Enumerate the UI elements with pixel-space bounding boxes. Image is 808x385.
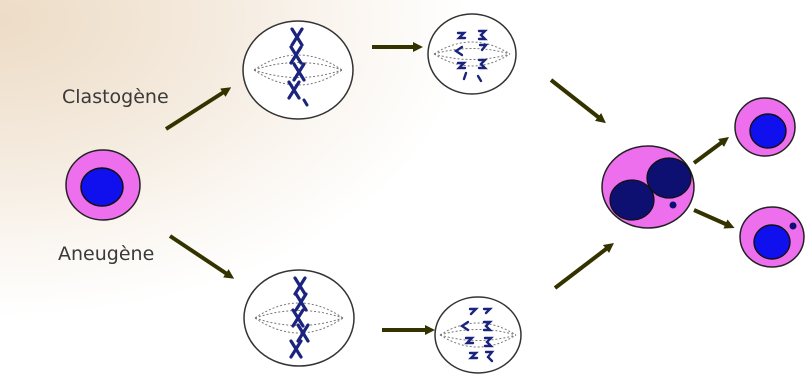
aneugen-metaphase-cell: [243, 269, 355, 367]
arrow-to-clastogen-metaphase: [164, 87, 232, 131]
clastogen-metaphase-cell: [242, 20, 354, 120]
daughter-cell-bottom: [739, 206, 805, 268]
arrow-clastogen-to-result: [549, 78, 606, 124]
clastogene-label: Clastogène: [62, 86, 169, 108]
arrow-to-daughter-bottom: [693, 208, 735, 229]
clastogen-anaphase-cell: [427, 13, 517, 95]
binucleated-micronucleus-cell: [601, 145, 695, 229]
arrow-to-aneugen-metaphase: [168, 234, 235, 279]
daughter-cell-top: [734, 97, 796, 157]
arrow-aneugen-to-result: [553, 242, 614, 290]
aneugene-label: Aneugène: [58, 243, 155, 265]
parent-cell: [65, 149, 141, 221]
aneugen-anaphase-cell: [434, 296, 522, 374]
arrow-to-daughter-top: [692, 137, 730, 165]
